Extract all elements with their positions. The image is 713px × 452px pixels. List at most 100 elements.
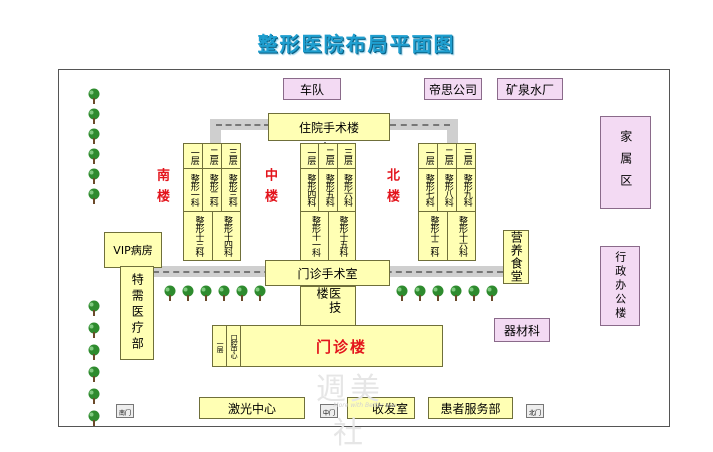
path-dashed: [390, 124, 450, 126]
north-dept-row: 整形十二科 整形十六科: [419, 212, 475, 260]
tree-icon: [87, 344, 101, 365]
outpatient-or-label: 门诊手术室: [297, 266, 358, 281]
south-gate-label: 南门: [118, 410, 131, 417]
floor-label: 一层: [419, 144, 438, 168]
tree-icon: [87, 300, 101, 321]
tree-icon: [485, 285, 499, 306]
medtech-building: 医技楼: [300, 286, 356, 329]
patient-service-building: 患者服务部: [428, 397, 513, 419]
tree-icon: [87, 388, 101, 409]
dept-label: 整形七科: [419, 169, 438, 211]
tree-icon: [431, 285, 445, 306]
tree-icon: [163, 285, 177, 306]
path-dashed: [216, 124, 270, 126]
dept-label: 整形四科: [301, 169, 320, 211]
dis-company-label: 帝思公司: [428, 82, 477, 97]
tree-icon: [235, 285, 249, 306]
oral-center-label: 口腔中心: [227, 326, 241, 366]
dept-label: 整形十三科: [184, 212, 213, 260]
canteen-building: 营养食堂: [503, 230, 529, 284]
middle-gate: 中门: [320, 404, 338, 418]
tree-icon: [467, 285, 481, 306]
water-plant-building: 矿泉水厂: [497, 78, 563, 100]
dept-label: 整形一科: [184, 169, 203, 211]
south-floor-row: 一层 二层 三层: [184, 144, 240, 169]
north-gate: 北门: [526, 404, 544, 418]
tree-icon: [87, 188, 101, 209]
watermark-subtitle: More with Better you: [333, 402, 397, 409]
laser-center-label: 激光中心: [227, 401, 276, 416]
dept-label: 整形十一科: [301, 212, 329, 260]
dept-label: 整形九科: [461, 174, 472, 206]
dept-label: 整形五科: [319, 169, 338, 211]
dept-label: 整形十四科: [221, 216, 232, 256]
dept-label: 整形三科: [226, 174, 237, 206]
dept-label: 整形十二科: [419, 212, 448, 260]
special-care-building: 特需医疗部: [120, 266, 154, 360]
tree-icon: [87, 108, 101, 129]
inpatient-or-label: 住院手术楼: [298, 120, 359, 135]
family-area-label: 家属区: [618, 129, 633, 196]
dept-label: 整形八科: [438, 169, 457, 211]
road-right-connector: [447, 119, 458, 143]
admin-building-label: 行政办公楼: [613, 251, 627, 321]
north-floor-row: 一层 二层 三层: [419, 144, 475, 169]
dept-label: 整形二科: [203, 169, 222, 211]
south-building: 一层 二层 三层 整形一科 整形二科 整形三科 整形十三科 整形十四科: [183, 143, 241, 261]
tree-icon: [87, 410, 101, 431]
outpatient-or-building: 门诊手术室: [265, 260, 390, 286]
south-dept-row: 整形十三科 整形十四科: [184, 212, 240, 260]
tree-icon: [87, 88, 101, 109]
north-gate-label: 北门: [528, 410, 541, 417]
tree-icon: [395, 285, 409, 306]
dept-label: 整形十六科: [456, 216, 467, 256]
dept-label: 整形六科: [342, 174, 353, 206]
tree-icon: [449, 285, 463, 306]
north-dept-row: 整形七科 整形八科 整形九科: [419, 169, 475, 212]
floor-label: 二层: [319, 144, 338, 168]
middle-floor-row: 一层 二层 三层: [301, 144, 355, 169]
middle-gate-label: 中门: [322, 410, 335, 417]
tree-icon: [87, 366, 101, 387]
middle-building: 一层 二层 三层 整形四科 整形五科 整形六科 整形十一科 整形十五科: [300, 143, 356, 261]
south-gate: 南门: [116, 404, 134, 418]
watermark-logo: 週美社: [316, 372, 384, 451]
road-left-connector: [210, 119, 221, 143]
tree-icon: [217, 285, 231, 306]
equipment-building: 器材科: [494, 318, 550, 342]
tree-icon: [87, 128, 101, 149]
canteen-label: 营养食堂: [509, 231, 524, 283]
north-building-label: 北楼: [384, 168, 399, 210]
mail-room-label: 收发室: [371, 401, 408, 416]
tree-icon: [199, 285, 213, 306]
motorcade-building: 车队: [283, 78, 341, 100]
tree-icon: [253, 285, 267, 306]
south-building-label: 南楼: [154, 168, 169, 210]
page-title: 整形医院布局平面图: [257, 32, 456, 56]
tree-icon: [87, 148, 101, 169]
tree-icon: [181, 285, 195, 306]
middle-dept-row: 整形十一科 整形十五科: [301, 212, 355, 260]
floor-label: 二层: [203, 144, 222, 168]
floor-label: 一层: [301, 144, 320, 168]
tree-icon: [413, 285, 427, 306]
equipment-label: 器材科: [503, 323, 540, 338]
vip-ward-building: VIP病房: [104, 232, 162, 268]
patient-service-label: 患者服务部: [440, 401, 501, 416]
middle-building-label: 中楼: [262, 168, 277, 210]
vip-ward-label: VIP病房: [113, 243, 153, 257]
outpatient-building: 一层 口腔中心 门诊楼: [212, 325, 443, 367]
south-dept-row: 整形一科 整形二科 整形三科: [184, 169, 240, 212]
tree-icon: [87, 322, 101, 343]
medtech-label: 医技楼: [315, 287, 342, 315]
admin-building: 行政办公楼: [600, 246, 640, 326]
floor-label: 二层: [438, 144, 457, 168]
first-floor-label: 一层: [213, 326, 227, 366]
motorcade-label: 车队: [299, 82, 324, 97]
tree-icon: [87, 168, 101, 189]
dept-label: 整形十五科: [337, 216, 348, 256]
dis-company-building: 帝思公司: [424, 78, 482, 100]
north-building: 一层 二层 三层 整形七科 整形八科 整形九科 整形十二科 整形十六科: [418, 143, 476, 261]
inpatient-or-building: 住院手术楼: [268, 113, 390, 141]
family-area-building: 家属区: [600, 116, 651, 209]
